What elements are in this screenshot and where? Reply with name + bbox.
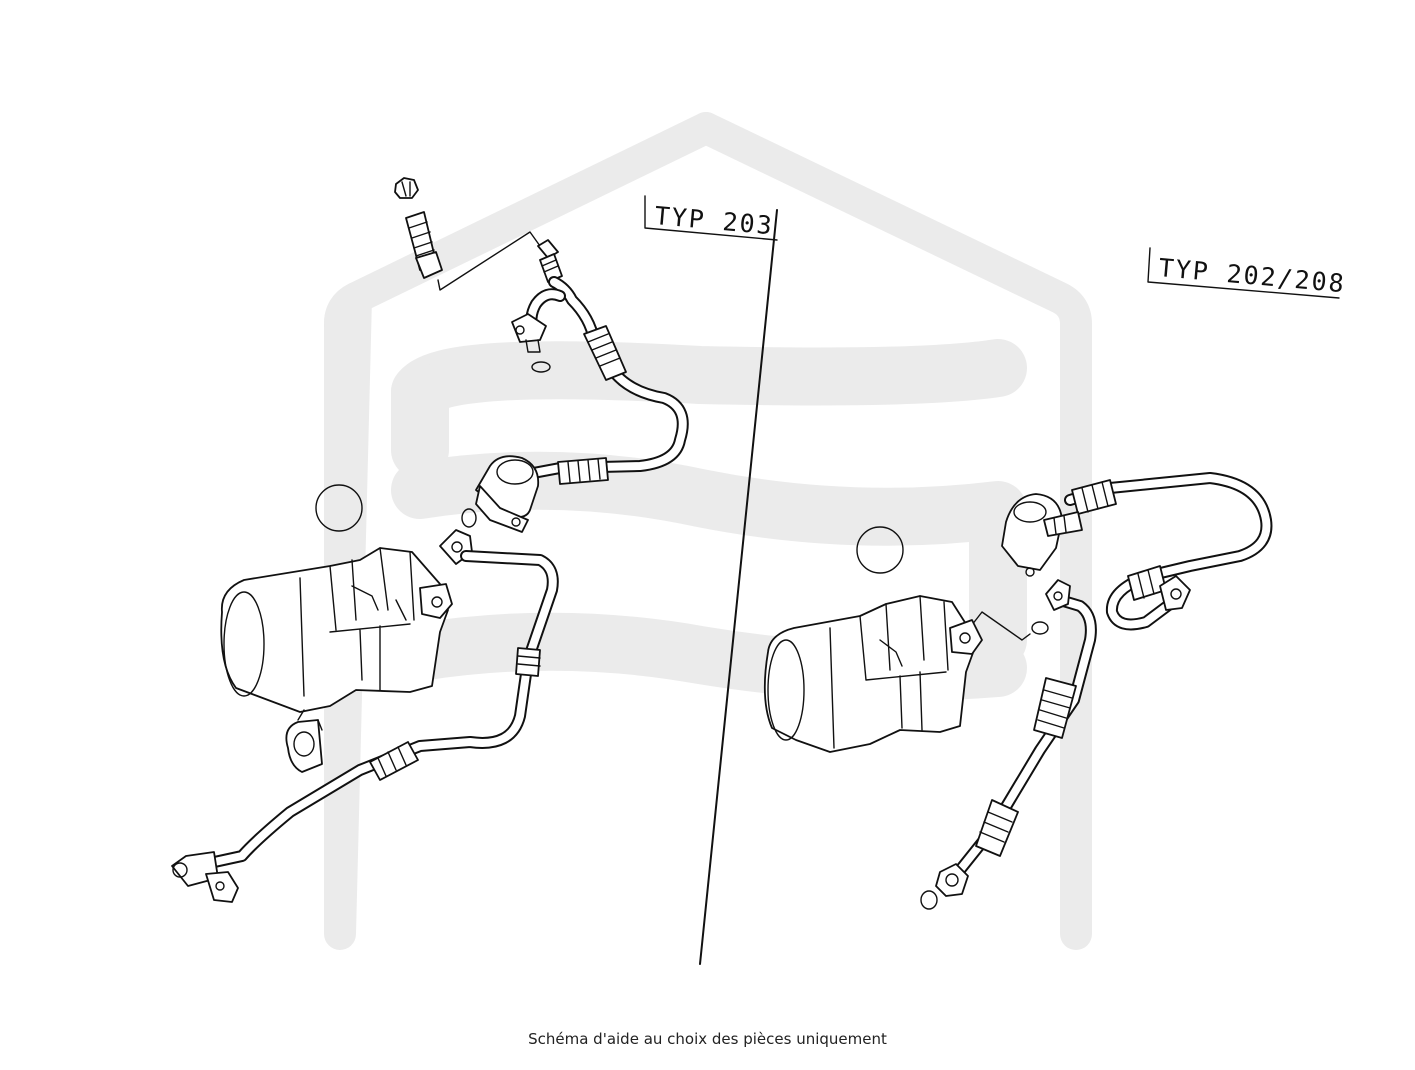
hose-sleeve-right-upper-icon [1071, 479, 1117, 515]
o-ring-bottom-icon [920, 890, 938, 910]
flange-plate-top-icon [511, 313, 547, 353]
right-assembly [763, 472, 1273, 910]
hose-sleeve-lower-a-icon [515, 647, 541, 677]
hose-end-nut-icon [935, 863, 969, 897]
hose-sleeve-upper-icon [583, 325, 627, 381]
label-typ-203: TYP 203 [653, 201, 774, 240]
hose-sleeve-right-loop-icon [1127, 565, 1167, 601]
pipe-end-fitting-icon [171, 851, 239, 903]
divider-line [699, 209, 778, 965]
valve-cap-icon [394, 177, 419, 199]
caption: Schéma d'aide au choix des pièces unique… [528, 1030, 887, 1048]
label-typ-202-208-group: TYP 202/208 [1147, 247, 1347, 299]
pipe-fitting-small-icon [1045, 579, 1071, 611]
watermark-logo [324, 112, 1092, 950]
receiver-fitting-icon [475, 455, 540, 533]
reference-circle-left [315, 484, 363, 532]
leader-line-right [967, 611, 1031, 641]
leader-line-valve [437, 231, 541, 291]
hose-sleeve-lower-b-icon [369, 741, 419, 781]
service-valve-icon [405, 211, 443, 279]
hose-sleeve-mid-icon [557, 457, 609, 485]
compressor-left-icon [220, 547, 453, 713]
o-ring-right-icon [1031, 621, 1049, 635]
pipe-clamp-icon [285, 709, 323, 773]
reference-circle-right [856, 526, 904, 574]
label-typ-203-group: TYP 203 [644, 195, 778, 241]
left-assembly [171, 177, 689, 903]
hose-sleeve-right-lower-b-icon [975, 799, 1019, 857]
hose-sleeve-right-lower-a-icon [1033, 677, 1077, 739]
o-ring-top-icon [531, 361, 551, 373]
o-ring-mid-icon [461, 508, 477, 528]
label-typ-202-208: TYP 202/208 [1157, 253, 1346, 298]
pipe-fitting-nut-icon [537, 239, 563, 283]
compressor-right-icon [763, 595, 983, 753]
elbow-fitting-icon [1001, 493, 1083, 577]
pipe-end-fitting-right-icon [1159, 575, 1191, 611]
